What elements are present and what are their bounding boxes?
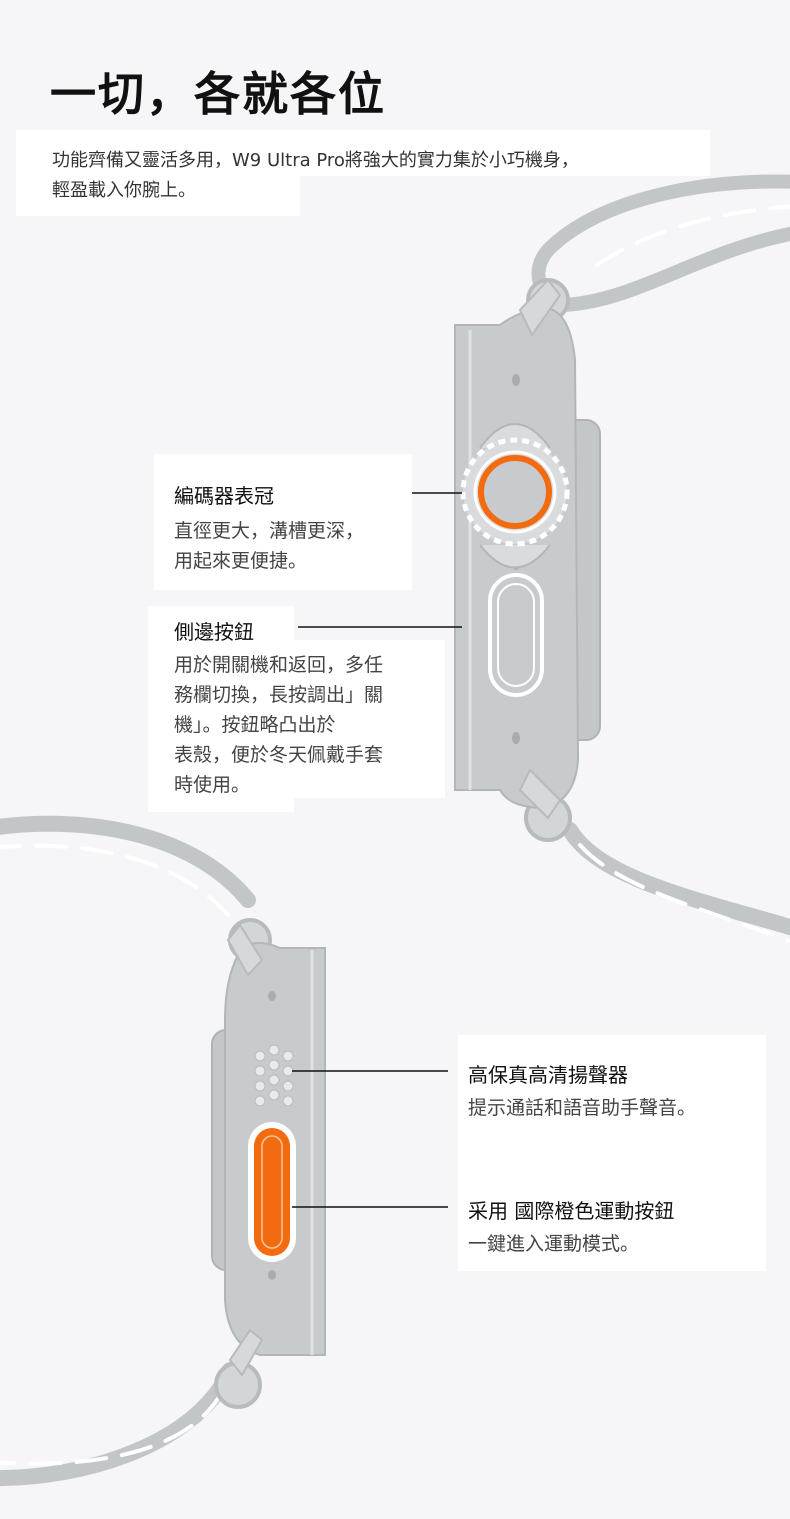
speaker-feature-title: 高保真高清揚聲器 bbox=[468, 1063, 628, 1087]
crown-ring-icon bbox=[460, 437, 570, 547]
action-button-feature-desc: 一鍵進入運動模式。 bbox=[468, 1233, 640, 1255]
intro-text: 功能齊備又靈活多用，W9 Ultra Pro將強大的實力集於小巧機身， 輕盈載入… bbox=[52, 150, 579, 201]
crown-feature-title: 編碼器表冠 bbox=[174, 484, 274, 508]
upper-band bbox=[531, 174, 790, 944]
side-button-feature-desc: 用於開關機和返回，多任 務欄切換，長按調出」關 機」。按鈕略凸出於 表殼，便於冬… bbox=[174, 654, 384, 796]
bottom-watch bbox=[211, 918, 326, 1409]
speaker-grille-icon bbox=[254, 1044, 294, 1107]
page-title: 一切，各就各位 bbox=[50, 67, 386, 121]
lower-band bbox=[0, 815, 256, 1486]
side-button-title-card bbox=[148, 606, 294, 646]
side-button-desc-card-tail bbox=[148, 790, 294, 812]
action-button-feature-title: 采用 國際橙色運動按鈕 bbox=[468, 1199, 675, 1223]
speaker-feature-desc: 提示通話和語音助手聲音。 bbox=[468, 1097, 697, 1119]
lower-features-card: 高保真高清揚聲器 提示通話和語音助手聲音。 采用 國際橙色運動按鈕 一鍵進入運動… bbox=[458, 1035, 766, 1271]
crown-feature-card: 編碼器表冠 直徑更大，溝槽更深， 用起來更便捷。 bbox=[154, 454, 412, 590]
side-button-feature-title: 側邊按鈕 bbox=[174, 620, 254, 644]
intro-card bbox=[16, 130, 300, 216]
intro-card-extension bbox=[300, 130, 710, 176]
top-watch bbox=[454, 278, 601, 842]
crown-feature-desc: 直徑更大，溝槽更深， 用起來更便捷。 bbox=[174, 520, 365, 572]
side-button-desc-card bbox=[148, 640, 445, 798]
action-button-illustration bbox=[248, 1122, 296, 1262]
